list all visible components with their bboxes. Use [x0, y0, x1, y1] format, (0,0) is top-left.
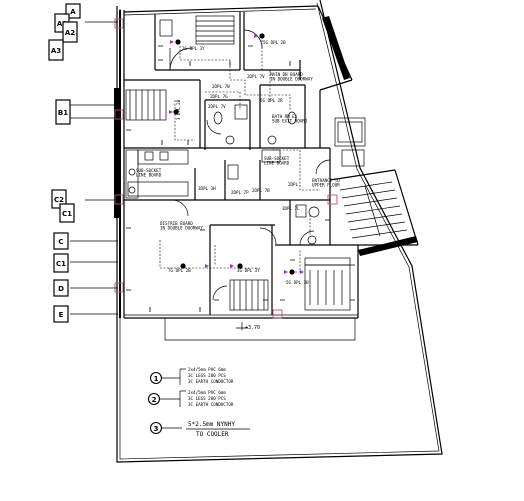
svg-text:C1: C1	[62, 210, 72, 218]
circuit-label: 7G DPL 2B	[168, 268, 191, 273]
svg-text:3C LEGS 200 PCS: 3C LEGS 200 PCS	[188, 373, 226, 378]
circuit-label: 2DPL 7B	[252, 188, 270, 193]
light-point	[180, 263, 186, 269]
svg-text:C: C	[58, 238, 63, 246]
circuit-label: 3 DPL 2B	[176, 99, 181, 120]
interior-partitions	[124, 12, 358, 315]
svg-text:B1: B1	[58, 109, 68, 117]
axis-tag: C	[53, 232, 69, 250]
circuit-label: 2DPL	[288, 182, 299, 187]
circuit-label: 5G DPL 3B	[286, 280, 309, 285]
light-point	[259, 33, 265, 39]
circuit-label: 3DPL 3H	[198, 186, 216, 191]
axis-tags: A A1 A2 A3 B1 C2 C1 C	[48, 3, 81, 323]
legend-item-1: 1 2x4/5mm PVC 6mm 3C LEGS 200 PCS 3C EAR…	[149, 367, 234, 385]
site-boundary	[116, 0, 443, 463]
staircase	[339, 181, 408, 239]
axis-tag: C1	[53, 253, 69, 273]
light-point	[289, 269, 295, 275]
axis-tag: E	[53, 305, 69, 323]
circuit-label: 3DPL 7L	[282, 206, 300, 211]
level-mark: +3.70	[236, 322, 260, 331]
svg-text:3C EARTH CONDUCTOR: 3C EARTH CONDUCTOR	[188, 379, 234, 384]
light-point	[237, 263, 243, 269]
svg-text:1: 1	[154, 375, 159, 383]
axis-tag: C1	[59, 203, 75, 223]
svg-text:A2: A2	[65, 29, 75, 37]
axis-tag: A2	[62, 21, 78, 43]
legend: 1 2x4/5mm PVC 6mm 3C LEGS 200 PCS 3C EAR…	[147, 367, 250, 438]
furniture	[125, 15, 366, 311]
svg-text:C1: C1	[56, 260, 66, 268]
svg-text:D: D	[58, 285, 64, 293]
svg-text:A: A	[70, 8, 76, 16]
svg-text:5*2.5mm NYNHY: 5*2.5mm NYNHY	[188, 421, 235, 428]
circuit-label: 2DPL 7G	[210, 94, 228, 99]
building-walls	[114, 5, 419, 341]
svg-text:2x4/5mm PVC 6mm: 2x4/5mm PVC 6mm	[188, 390, 226, 395]
svg-text:+3.70: +3.70	[245, 325, 260, 331]
svg-text:A3: A3	[51, 47, 61, 55]
circuit-label: 2DPL 7V	[208, 104, 226, 109]
circuit-label: 3G DPL 3Y	[237, 268, 260, 273]
axis-leaders	[70, 21, 118, 315]
legend-item-3: 3 5*2.5mm NYNHY TO COOLER	[149, 421, 250, 438]
circuit-label: 2DPL 7P	[231, 190, 249, 195]
svg-text:A1: A1	[57, 20, 67, 28]
circuit-label: 5G DPL 2B	[263, 40, 286, 45]
light-fixtures	[173, 33, 295, 275]
light-point	[173, 109, 179, 115]
wall-outlets	[126, 45, 355, 312]
circuit-label: 2DPL 7V	[247, 74, 265, 79]
svg-text:3C EARTH CONDUCTOR: 3C EARTH CONDUCTOR	[188, 402, 234, 407]
legend-item-2: 2 2x4/5mm PVC 6mm 3C LEGS 200 PCS 3C EAR…	[147, 390, 234, 407]
circuit-label: 2DPL 7N	[212, 84, 230, 89]
axis-tag: A3	[48, 39, 64, 61]
axis-tag: B1	[55, 99, 71, 125]
svg-text:2: 2	[152, 396, 157, 404]
svg-text:3C LEGS 200 PCS: 3C LEGS 200 PCS	[188, 396, 226, 401]
svg-text:E: E	[59, 311, 64, 319]
svg-text:C2: C2	[54, 196, 64, 204]
circuit-labels: 2G DPL 3Y 5G DPL 2B 2DPL 7V 2DPL 7N 5G D…	[168, 40, 309, 285]
light-point	[175, 39, 181, 45]
doors	[169, 29, 331, 301]
circuit-label: 2G DPL 3Y	[182, 46, 205, 51]
circuit-label: 5G DPL 2R	[260, 98, 283, 103]
svg-text:2x4/5mm PVC 6mm: 2x4/5mm PVC 6mm	[188, 367, 226, 372]
svg-text:TO COOLER: TO COOLER	[196, 431, 229, 438]
svg-text:3: 3	[154, 425, 159, 433]
column-markers	[114, 18, 338, 319]
fixture-markers	[169, 34, 304, 274]
axis-tag: D	[53, 279, 69, 297]
